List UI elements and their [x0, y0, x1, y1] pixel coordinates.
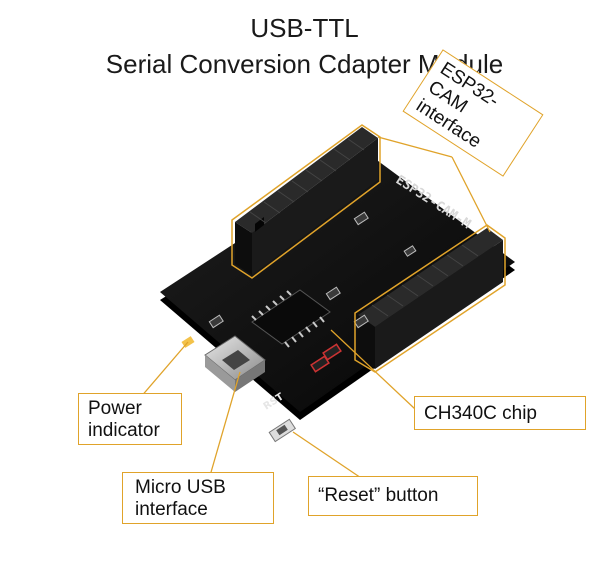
ch340c-chip — [251, 289, 331, 348]
callout-power-indicator: Power indicator — [78, 393, 182, 445]
callout-micro-usb-interface: Micro USB interface — [122, 472, 274, 524]
callout-reset-line1: “Reset” button — [318, 485, 439, 506]
callout-ch340c-chip: CH340C chip — [414, 396, 586, 430]
diodes — [310, 343, 342, 373]
reset-button[interactable] — [268, 418, 297, 443]
smd-components — [208, 211, 417, 329]
callout-usb-line2: interface — [135, 499, 208, 520]
page-title-line1: USB-TTL — [250, 13, 359, 43]
callout-reset-button: “Reset” button — [308, 476, 478, 516]
callout-power-line1: Power — [88, 398, 142, 419]
header-left — [235, 127, 378, 275]
micro-usb-connector — [204, 335, 266, 392]
callout-power-line2: indicator — [88, 420, 160, 441]
header-right — [358, 228, 503, 369]
callout-usb-line1: Micro USB — [135, 477, 226, 498]
callout-ch340-line1: CH340C chip — [424, 403, 537, 424]
